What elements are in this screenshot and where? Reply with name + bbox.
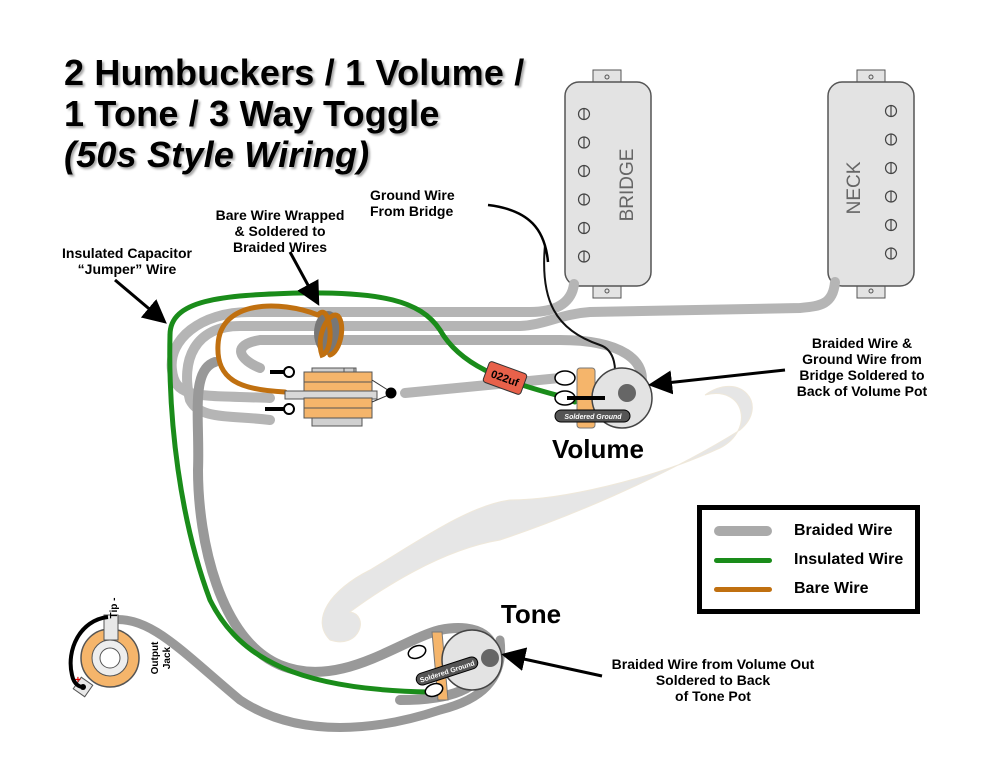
annotation-arrows <box>114 203 786 678</box>
insulated-wire-swatch <box>714 557 772 563</box>
note-line: Braided Wire & <box>811 335 913 351</box>
capacitor: 022uf <box>482 361 528 395</box>
legend-item-braided: Braided Wire <box>714 518 893 544</box>
arrow-capacitor-jumper <box>114 278 167 324</box>
bridge-pickup-label: BRIDGE <box>617 149 638 222</box>
note-line: Back of Volume Pot <box>796 383 928 399</box>
note-bare-wire: Bare Wire Wrapped & Soldered to Braided … <box>205 207 355 255</box>
note-line: Braided Wires <box>232 239 327 255</box>
note-ground-wire: Ground Wire From Bridge <box>370 187 490 219</box>
neck-braided-wire <box>182 277 840 425</box>
volume-pot: Soldered Ground <box>554 367 653 429</box>
toggle-to-volume-braided-wire <box>400 373 565 398</box>
note-line: of Tone Pot <box>675 688 751 704</box>
volume-ground-label: Soldered Ground <box>564 414 622 421</box>
bare-wire <box>215 303 345 395</box>
note-volume-back: Braided Wire & Ground Wire from Bridge S… <box>782 335 942 399</box>
arrow-volume-back <box>648 368 786 395</box>
note-line: & Soldered to <box>234 223 326 239</box>
braided-wire-swatch <box>714 526 772 536</box>
tone-pot: Soldered Ground <box>407 629 503 701</box>
output-jack: + Tip - Output Jack <box>68 598 173 698</box>
body-silhouette <box>321 385 753 643</box>
jack-braided-wire <box>105 615 506 732</box>
note-line: Soldered to Back <box>655 672 771 688</box>
jack-label-line1: Output <box>150 641 161 674</box>
bridge-ground-wire <box>543 244 616 386</box>
volume-label: Volume <box>552 434 644 464</box>
note-line: From Bridge <box>370 203 454 219</box>
note-line: Ground Wire from <box>802 351 922 367</box>
note-line: Bare Wire Wrapped <box>215 207 345 223</box>
legend-item-insulated: Insulated Wire <box>714 547 903 573</box>
jack-tip-label: Tip - <box>109 598 120 619</box>
note-line: Bridge Soldered to <box>799 367 925 383</box>
jack-label-line2: Jack <box>162 646 173 669</box>
note-line: “Jumper” Wire <box>77 261 177 277</box>
tone-label: Tone <box>501 599 561 629</box>
note-tone-back: Braided Wire from Volume Out Soldered to… <box>598 656 828 704</box>
three-way-toggle-switch <box>265 366 397 427</box>
insulated-wire-to-tone <box>167 332 433 695</box>
arrow-bare-wire <box>288 251 320 306</box>
diagram-title-line2: 1 Tone / 3 Way Toggle <box>64 93 440 134</box>
bridge-pickup: BRIDGE <box>564 69 652 299</box>
bare-wire-swatch <box>714 586 772 592</box>
note-line: Braided Wire from Volume Out <box>611 656 815 672</box>
note-line: Insulated Capacitor <box>62 245 192 261</box>
diagram-title-line1: 2 Humbuckers / 1 Volume / <box>64 52 525 93</box>
note-capacitor-jumper: Insulated Capacitor “Jumper” Wire <box>42 245 212 277</box>
legend-label: Braided Wire <box>794 522 893 539</box>
arrow-ground-wire <box>487 203 550 263</box>
jack-sleeve-mark: + <box>75 675 81 686</box>
bridge-to-volume-braided-wire <box>236 335 647 400</box>
legend-label: Bare Wire <box>794 580 869 597</box>
neck-pickup: NECK <box>827 69 915 299</box>
legend-label: Insulated Wire <box>794 551 904 568</box>
legend-item-bare: Bare Wire <box>714 576 869 602</box>
note-line: Ground Wire <box>370 187 455 203</box>
neck-pickup-label: NECK <box>844 161 865 214</box>
arrow-tone-back <box>501 647 603 678</box>
legend: Braided Wire Insulated Wire Bare Wire <box>697 505 920 614</box>
diagram-title-line3: (50s Style Wiring) <box>64 134 370 175</box>
